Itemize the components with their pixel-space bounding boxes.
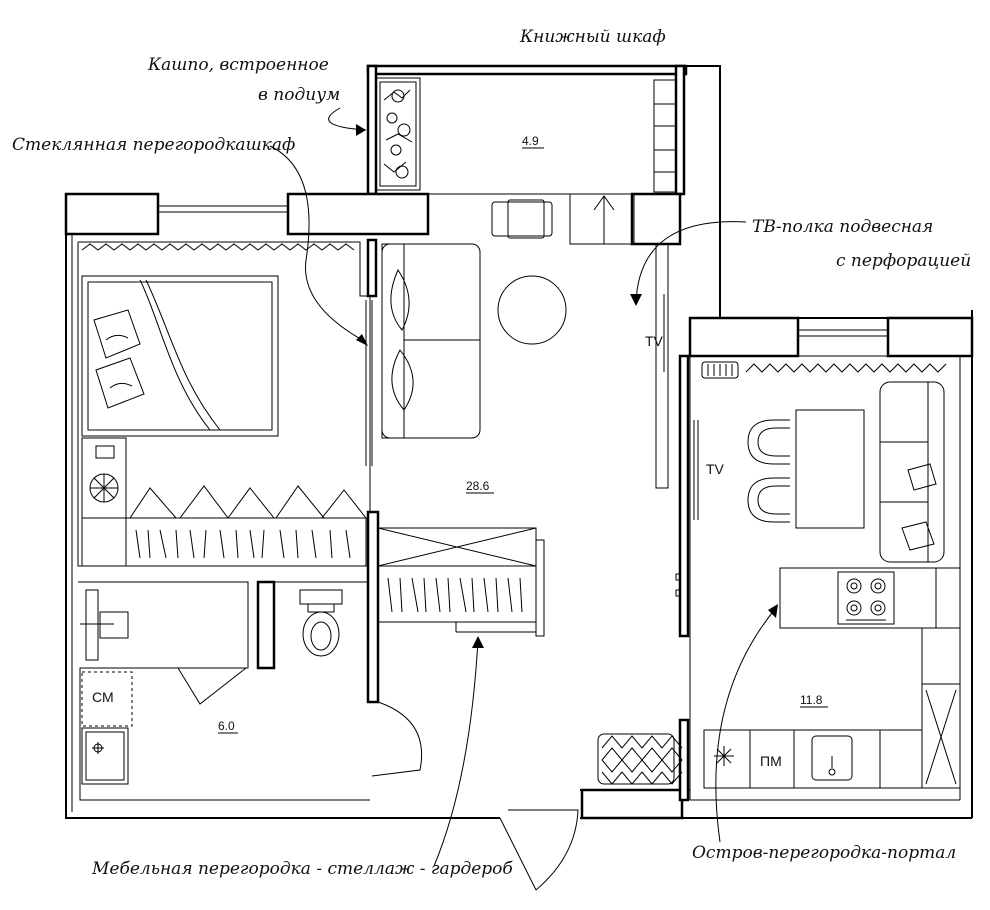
tv-living-label: TV — [645, 333, 664, 349]
plant-icon — [89, 473, 119, 503]
bath-area-label: 6.0 — [218, 719, 235, 733]
ottoman-icon — [597, 733, 683, 785]
kitchen-sink-icon — [811, 735, 853, 781]
annotation-bookcase: Книжный шкаф — [519, 27, 666, 47]
kitchen-curtain-icon — [745, 363, 947, 373]
bathroom: СМ 6.0 — [80, 589, 343, 785]
toilet-icon — [299, 589, 343, 657]
bed-icon — [81, 275, 279, 437]
annotation-furniture-partition: Мебельная перегородка - стеллаж - гардер… — [91, 859, 513, 879]
outer-walls — [64, 64, 974, 820]
annotation-island: Остров-перегородка-портал — [692, 843, 956, 863]
kitchen: TV — [693, 361, 961, 789]
cooktop-icon — [837, 571, 895, 625]
coffee-table-icon — [497, 275, 567, 345]
study-room: 4.9 — [375, 77, 677, 245]
island-icon — [779, 567, 961, 629]
sink-icon — [80, 589, 129, 661]
annotations: Кашпо, встроенное в подиум Книжный шкаф … — [12, 27, 971, 879]
wardrobe-icon — [81, 485, 367, 567]
dining-table-icon — [795, 409, 865, 529]
annotation-planter: Кашпо, встроенное — [147, 55, 329, 75]
sofa-icon — [381, 243, 481, 439]
bedroom — [81, 243, 367, 567]
kitchen-area-label: 11.8 — [800, 693, 823, 707]
internal-walls — [77, 238, 960, 802]
annotation-glass-partition: Стеклянная перегородкашкаф — [12, 135, 295, 155]
curtain-icon — [81, 243, 355, 251]
tv-kitchen-label: TV — [706, 461, 725, 477]
living-area-label: 28.6 — [466, 479, 490, 493]
shower-icon — [81, 727, 129, 785]
living-room: TV 28.6 — [365, 243, 683, 891]
annotation-planter-line2: в подиум — [258, 85, 340, 105]
radiator-icon — [701, 361, 739, 379]
study-area-label: 4.9 — [522, 134, 539, 148]
fan-icon — [714, 746, 734, 766]
dishwasher-label: ПМ — [760, 753, 782, 769]
annotation-tv-shelf: ТВ-полка подвесная — [752, 217, 933, 237]
washer-label: СМ — [92, 689, 114, 705]
annotation-tv-shelf-line2: с перфорацией — [836, 251, 971, 271]
planter-plants-icon — [383, 89, 413, 179]
chair-icon — [747, 419, 790, 523]
kitchen-sofa-icon — [879, 381, 945, 563]
furniture-wardrobe-icon — [377, 527, 545, 637]
